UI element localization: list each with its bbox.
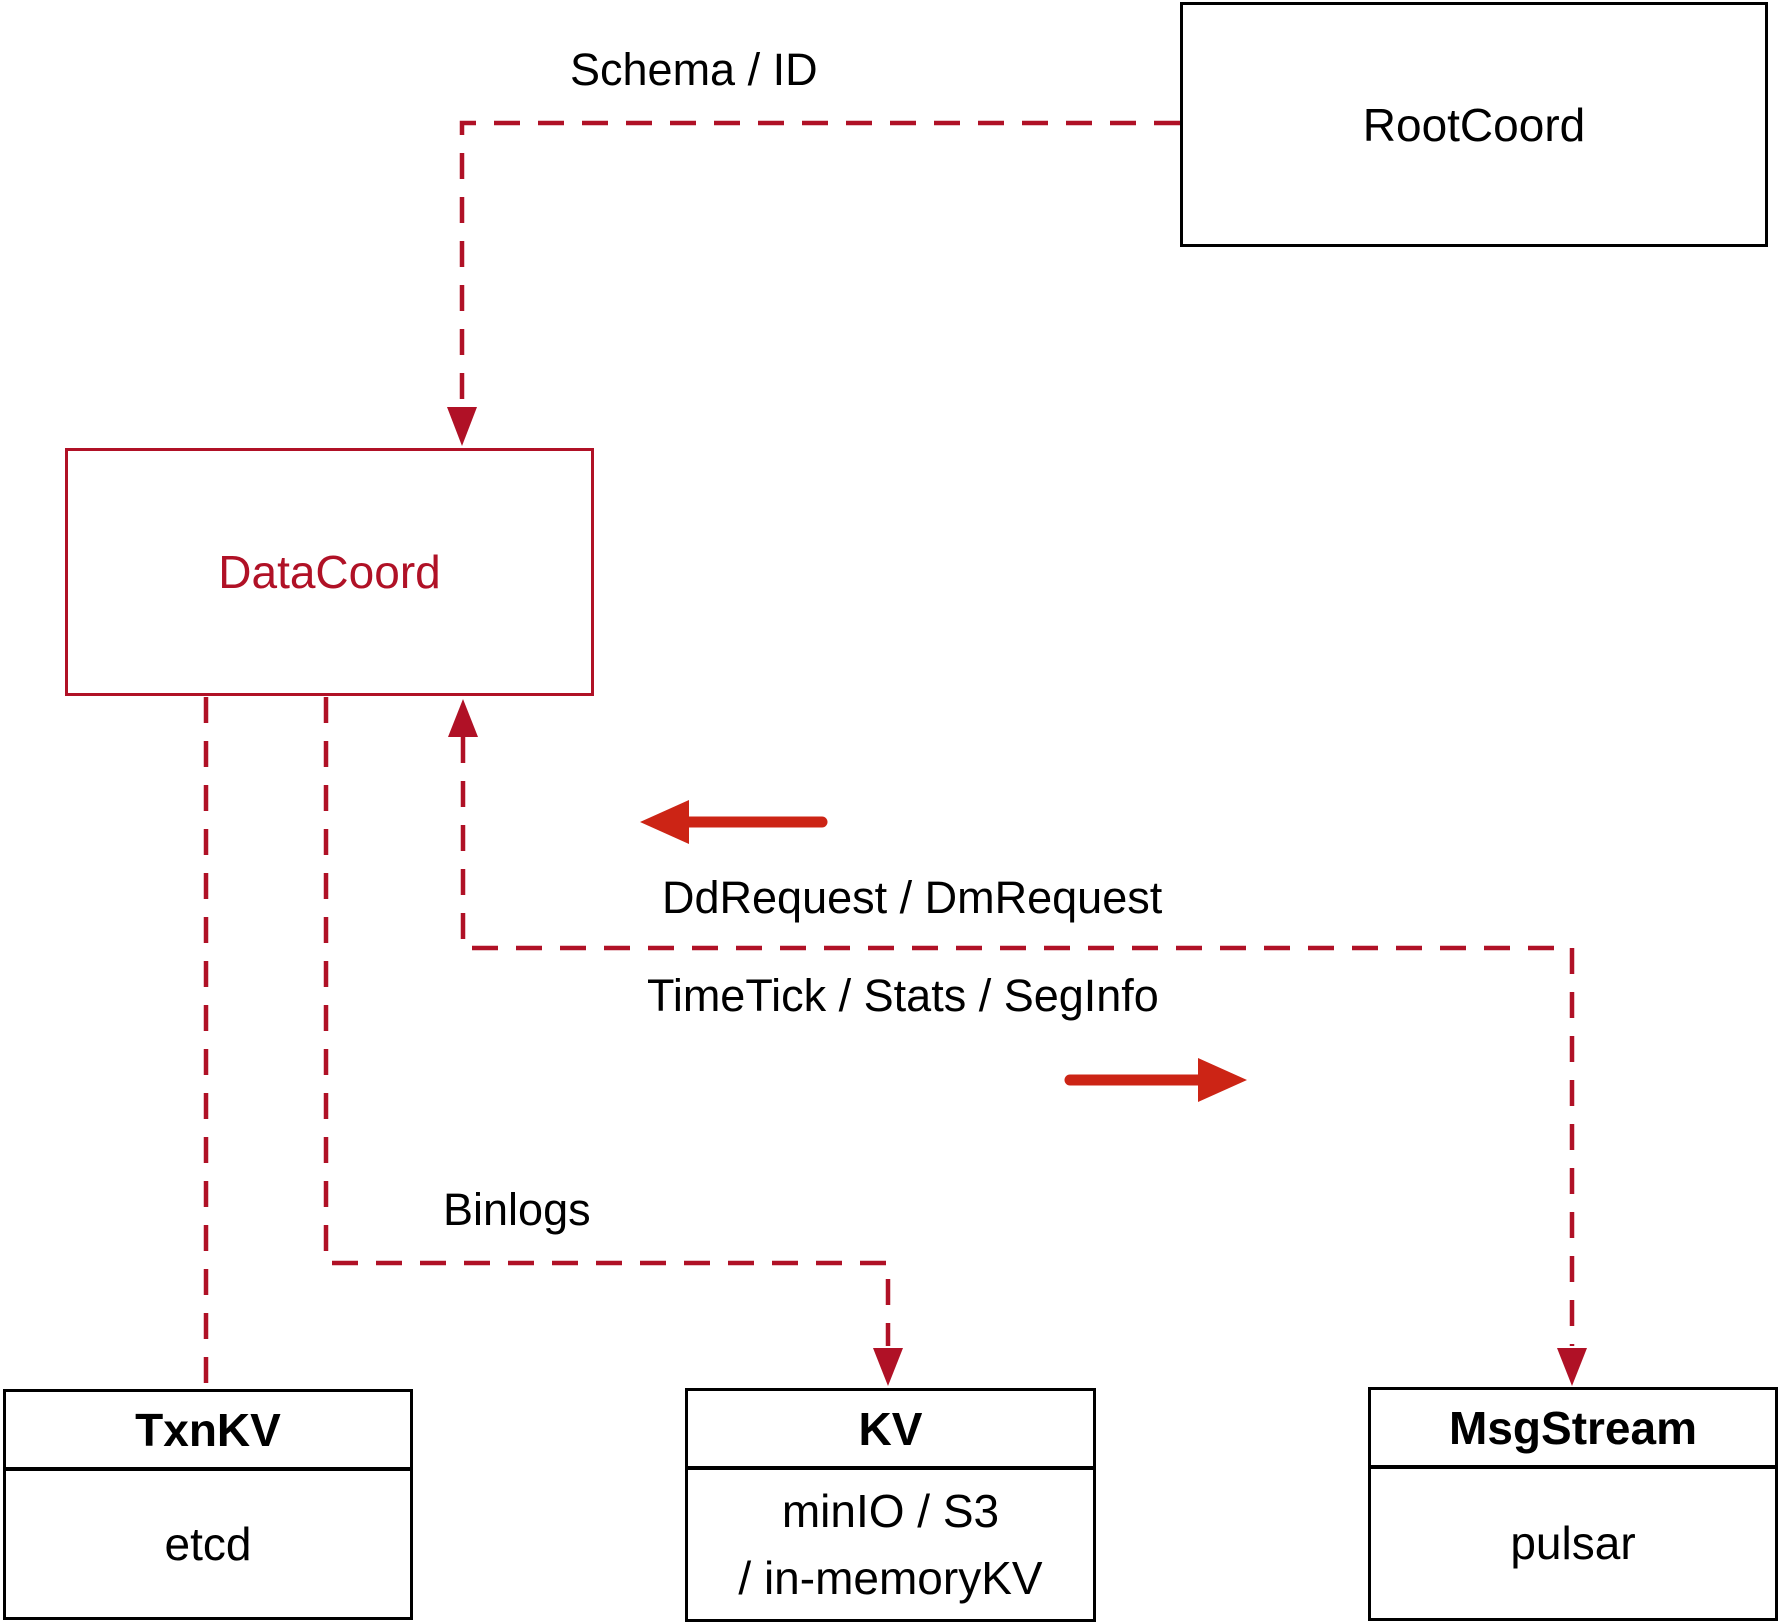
node-kv-title: KV — [688, 1391, 1093, 1470]
arrowhead-into-msgstream — [1557, 1348, 1587, 1386]
edge-label-timetick: TimeTick / Stats / SegInfo — [647, 970, 1159, 1021]
node-rootcoord: RootCoord — [1180, 2, 1768, 247]
node-msgstream: MsgStream pulsar — [1368, 1387, 1778, 1621]
node-kv: KV minIO / S3 / in-memoryKV — [685, 1388, 1096, 1622]
node-datacoord-label: DataCoord — [218, 546, 441, 598]
node-msgstream-title: MsgStream — [1371, 1390, 1775, 1469]
edge-label-binlogs: Binlogs — [443, 1184, 591, 1235]
node-kv-body-line2: / in-memoryKV — [738, 1551, 1043, 1604]
node-txnkv-title: TxnKV — [6, 1392, 410, 1471]
node-msgstream-body: pulsar — [1510, 1517, 1636, 1570]
edge-datacoord-msgstream — [460, 737, 1575, 1346]
node-kv-body-line1: minIO / S3 — [781, 1484, 1000, 1537]
edge-label-ddrequest: DdRequest / DmRequest — [662, 872, 1163, 923]
node-txnkv-body: etcd — [164, 1517, 252, 1570]
node-txnkv: TxnKV etcd — [3, 1389, 413, 1620]
arrowhead-into-datacoord-top — [447, 407, 477, 446]
edge-label-schema-id: Schema / ID — [570, 44, 818, 95]
edge-schema-id — [459, 120, 1180, 407]
edge-binlogs — [323, 697, 891, 1346]
arrowhead-into-kv — [873, 1348, 903, 1386]
node-datacoord: DataCoord — [65, 448, 594, 696]
node-rootcoord-label: RootCoord — [1362, 98, 1586, 151]
arrowhead-into-datacoord-bottom — [448, 699, 478, 737]
direction-arrow-right-head — [1198, 1058, 1247, 1102]
direction-arrow-left-head — [640, 800, 689, 844]
